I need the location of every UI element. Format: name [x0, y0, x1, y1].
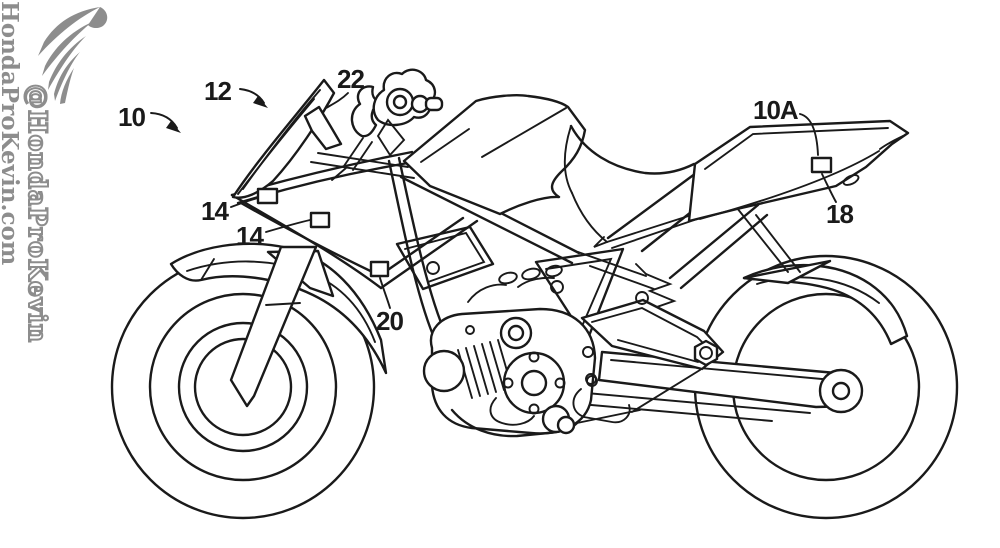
tail-light [879, 135, 904, 150]
rear-axle [818, 368, 864, 414]
swingarm [574, 350, 864, 422]
ref-label-12: 12 [204, 76, 232, 106]
leader-14-upper [230, 197, 259, 208]
fuel-tank [402, 94, 587, 216]
leader-22 [325, 92, 349, 109]
rear-fender [742, 259, 909, 346]
radiator-shroud [395, 225, 495, 291]
seat [563, 124, 704, 249]
ref-label-14-upper: 14 [201, 196, 229, 226]
ref-label-22: 22 [337, 64, 365, 94]
leader-lines [150, 88, 837, 309]
arrow-12 [239, 88, 265, 104]
sensor-box-20 [369, 260, 390, 278]
ref-label-20: 20 [376, 306, 404, 336]
engine [422, 264, 597, 435]
sensor-box-14-lower [309, 211, 331, 229]
arrow-10 [150, 112, 178, 129]
sensor-box-18 [810, 156, 833, 174]
leader-20 [379, 277, 391, 309]
leader-18 [821, 173, 837, 203]
front-fairing [230, 150, 495, 291]
leader-14-lower [265, 219, 311, 233]
tail-cowl [687, 119, 910, 223]
ref-label-14-lower: 14 [236, 221, 264, 251]
ref-label-10A: 10A [753, 95, 799, 125]
ref-label-18: 18 [826, 199, 854, 229]
ref-label-10: 10 [118, 102, 146, 132]
brake-lever-mount [424, 96, 444, 112]
front-fork [229, 245, 335, 408]
pivot-bolt [693, 339, 719, 367]
frame-side-plates [534, 247, 725, 371]
exhaust [450, 369, 701, 438]
sensor-boxes [256, 156, 833, 278]
screen-bracket [303, 105, 343, 151]
sensor-box-14-upper [256, 187, 279, 205]
honda-wing-logo-icon [38, 7, 108, 104]
handlebar-controls [331, 68, 444, 181]
turn-signal [842, 174, 860, 186]
leader-10A [799, 113, 819, 156]
